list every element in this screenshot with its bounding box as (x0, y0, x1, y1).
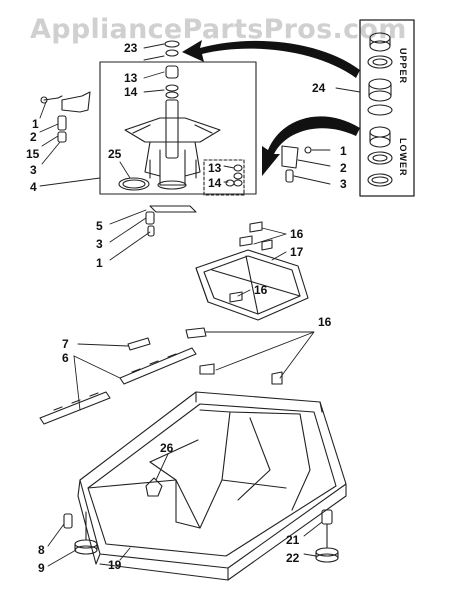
seal-box-right (203, 159, 245, 196)
callout-23: 23 (124, 41, 138, 55)
callout-14-upper: 14 (124, 85, 138, 99)
spring-7 (127, 337, 151, 351)
callout-13-upper: 13 (124, 71, 138, 85)
callout-15: 15 (26, 147, 40, 161)
callout-1-left: 1 (32, 117, 39, 131)
leg-right (315, 509, 339, 563)
lower-seals (367, 126, 393, 187)
pointer-arrows (182, 40, 360, 176)
callout-1-right: 1 (340, 144, 347, 158)
seal-kit-inset (359, 19, 415, 197)
callout-21: 21 (286, 533, 300, 547)
pivot-dome (195, 249, 309, 321)
callout-19: 19 (108, 558, 122, 572)
callout-16-clips: 16 (318, 315, 332, 329)
snubber-pads-upper (229, 221, 273, 303)
clips-16 (185, 327, 283, 385)
leader-lines (39, 43, 361, 567)
callout-3-left: 3 (30, 163, 37, 177)
callout-14-right: 14 (208, 176, 222, 190)
inset-lower-label: LOWER (398, 138, 408, 177)
callout-8: 8 (38, 543, 45, 557)
callout-13-right: 13 (208, 161, 222, 175)
watermark: AppliancePartsPros.com (30, 14, 407, 45)
callout-16-pad: 16 (254, 283, 268, 297)
leg-left (63, 511, 98, 555)
callout-1-center: 1 (96, 256, 103, 270)
inset-upper-label: UPPER (398, 48, 408, 85)
callout-17: 17 (290, 245, 304, 259)
callout-7: 7 (62, 337, 69, 351)
ring-25 (118, 177, 150, 191)
callout-6: 6 (62, 351, 69, 365)
callout-2-left: 2 (30, 130, 37, 144)
callout-4: 4 (30, 180, 37, 194)
shaft-seals (164, 40, 180, 99)
bracket-left-upper (40, 91, 91, 143)
upper-seals (367, 32, 393, 116)
transmission-hub (124, 99, 221, 190)
callout-3-center: 3 (96, 237, 103, 251)
callout-3-right: 3 (340, 177, 347, 191)
base-frame (77, 391, 347, 581)
lower-arrow (262, 116, 360, 176)
rail-upper-6 (119, 347, 197, 385)
rail-lower-6 (39, 391, 111, 425)
upper-arrow (182, 40, 360, 78)
clip-26 (145, 477, 163, 497)
transmission-group-box (99, 61, 257, 195)
bracket-lower-center (145, 205, 197, 237)
callout-22: 22 (286, 551, 300, 565)
callout-5: 5 (96, 219, 103, 233)
callout-26: 26 (160, 441, 174, 455)
callout-16-top: 16 (290, 227, 304, 241)
callout-24: 24 (312, 81, 326, 95)
callout-25: 25 (108, 147, 122, 161)
callout-2-right: 2 (340, 161, 347, 175)
bracket-right-upper (281, 145, 312, 183)
callout-9: 9 (38, 561, 45, 575)
